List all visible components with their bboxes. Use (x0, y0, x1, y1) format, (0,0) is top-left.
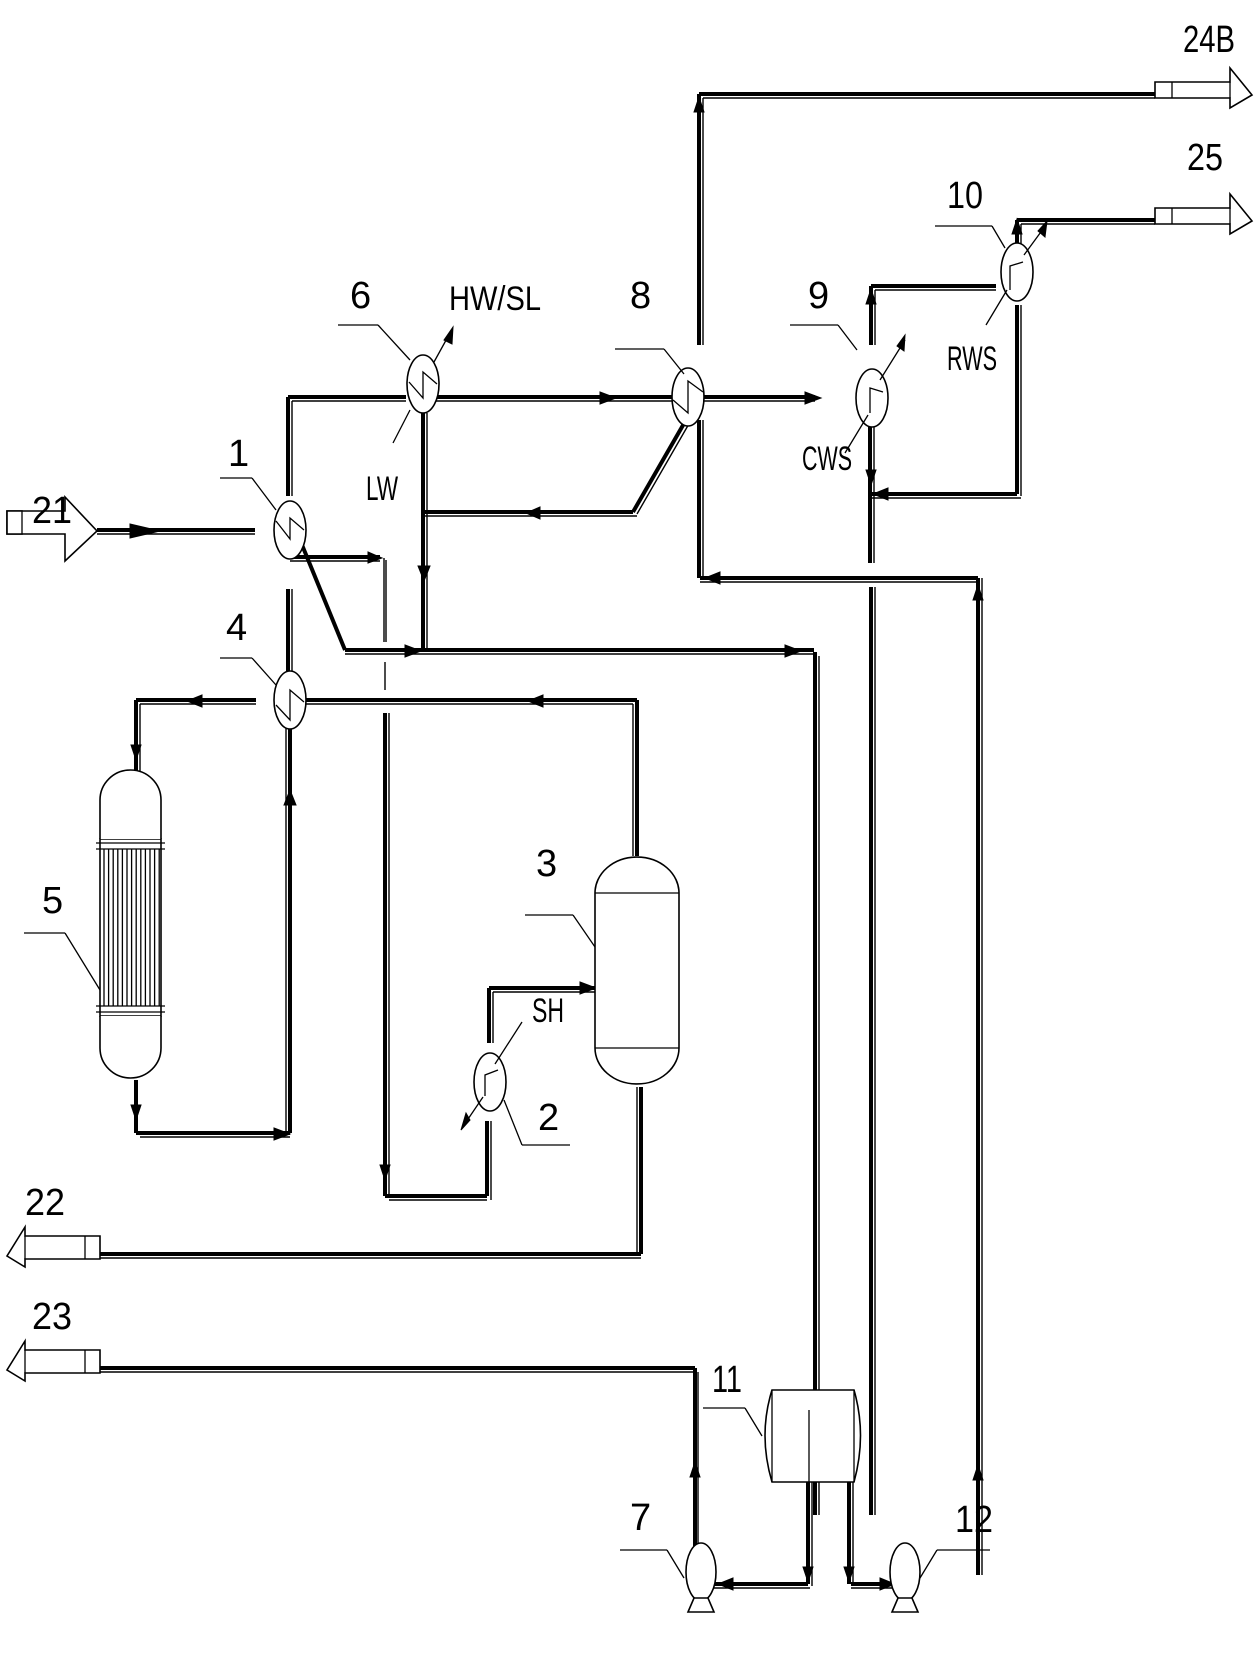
pump-12[interactable] (889, 1542, 990, 1613)
stream-25-connector[interactable] (1154, 191, 1254, 236)
flow-arrow (185, 694, 203, 708)
equipment-label-8: 8 (630, 275, 651, 317)
pipe-hx6-down (421, 413, 428, 650)
pipe-hx6-to-hx8 (436, 395, 678, 402)
utility-label-lw: LW (366, 470, 398, 508)
vessel-3[interactable] (525, 856, 680, 1085)
utility-label-cws: CWS (802, 440, 852, 478)
pipe-hx8-to-hx9 (702, 395, 815, 402)
pipe-vessel3-to-22 (99, 1087, 643, 1259)
pipe-hx8-diag (425, 419, 691, 517)
flow-arrows (129, 95, 1023, 1591)
flow-arrow (129, 523, 161, 539)
flow-arrow (273, 1127, 292, 1141)
flow-arrow (283, 788, 297, 806)
equipment-label-12: 12 (955, 1499, 993, 1541)
pipe-hx9-down (868, 420, 876, 1515)
heat-exchanger-2[interactable] (460, 1021, 570, 1146)
stream-label-22: 22 (25, 1182, 65, 1224)
pipe-pump7-to-23 (99, 1366, 699, 1575)
pipe-hx1-diag (298, 539, 820, 1515)
heat-exchanger-6[interactable] (338, 324, 454, 444)
separator-11[interactable] (703, 1389, 862, 1483)
flow-arrow (871, 487, 889, 501)
pipe-sep-to-pump7 (710, 1482, 813, 1589)
flow-arrow (1011, 217, 1023, 235)
stream-22-connector[interactable] (5, 1224, 101, 1269)
pipe-pump12-return (697, 420, 983, 1575)
flow-arrow (784, 644, 803, 658)
equipment-label-5: 5 (42, 880, 63, 922)
flow-arrow (693, 95, 705, 113)
heat-exchanger-10[interactable] (935, 219, 1048, 326)
pipe-hx4-to-reactor (134, 698, 256, 773)
flow-arrow (865, 287, 877, 305)
equipment-label-1: 1 (228, 433, 249, 475)
pipe-to-hx2 (385, 986, 596, 1201)
flow-arrow (404, 644, 423, 658)
heat-exchanger-8[interactable] (615, 348, 705, 427)
pipe-hx9-to-hx10 (869, 284, 996, 345)
equipment-label-2: 2 (538, 1097, 559, 1139)
stream-label-23: 23 (32, 1296, 72, 1338)
pipe-hx10-return (872, 305, 1022, 499)
flow-arrow (367, 551, 384, 564)
equipment-label-9: 9 (808, 275, 829, 317)
heat-exchanger-9[interactable] (790, 324, 906, 454)
stream-label-25: 25 (1187, 137, 1223, 179)
flow-arrow (716, 1577, 734, 1591)
equipment-label-7: 7 (630, 1497, 651, 1539)
flow-arrow (130, 1104, 142, 1122)
flow-arrow (379, 1164, 391, 1182)
flow-arrow (802, 1566, 814, 1584)
pipe-hx1-to-hx6 (286, 395, 406, 496)
pump-7[interactable] (620, 1542, 717, 1613)
stream-21-connector[interactable] (6, 494, 99, 563)
pipe-feed-21 (97, 528, 255, 535)
flow-arrow (804, 391, 823, 405)
flow-arrow (526, 694, 544, 708)
equipment-label-4: 4 (226, 607, 247, 649)
stream-label-24B: 24B (1183, 19, 1235, 61)
flow-arrow (843, 1566, 855, 1584)
flow-arrow (972, 1463, 984, 1481)
pipe-hx1-right (290, 555, 390, 1196)
flow-arrow (689, 1460, 701, 1478)
equipment-label-10: 10 (947, 175, 983, 217)
utility-label-sh: SH (532, 992, 564, 1030)
equipment-label-3: 3 (536, 843, 557, 885)
labels: 21 22 23 24B 25 1 2 3 4 5 6 7 8 9 10 11 … (25, 19, 1235, 1541)
flow-arrow (579, 981, 598, 995)
flow-arrow (524, 506, 541, 520)
flow-arrow (972, 583, 984, 601)
flow-arrow (417, 565, 431, 583)
flow-arrow (703, 571, 721, 585)
flow-arrow (599, 391, 618, 405)
utility-label-rws: RWS (947, 340, 997, 378)
pipe-hx8-to-24B (697, 92, 1155, 345)
tube-bundle (103, 849, 160, 1006)
utility-label-hw-sl: HW/SL (449, 280, 541, 318)
stream-23-connector[interactable] (5, 1338, 101, 1383)
stream-24B-connector[interactable] (1154, 65, 1254, 110)
pipe-vessel3-to-hx4 (290, 698, 639, 856)
pipes (97, 92, 1155, 1589)
heat-exchanger-4[interactable] (220, 657, 307, 730)
flow-arrow (865, 469, 877, 487)
equipment-label-6: 6 (350, 275, 371, 317)
flow-arrow (879, 1577, 897, 1591)
stream-label-21: 21 (32, 490, 72, 532)
flow-arrow (130, 744, 142, 762)
equipment-label-11: 11 (712, 1359, 742, 1401)
pipe-hx1-hx4 (286, 589, 293, 672)
heat-exchanger-1[interactable] (220, 477, 307, 560)
reactor-5[interactable] (24, 769, 165, 1079)
